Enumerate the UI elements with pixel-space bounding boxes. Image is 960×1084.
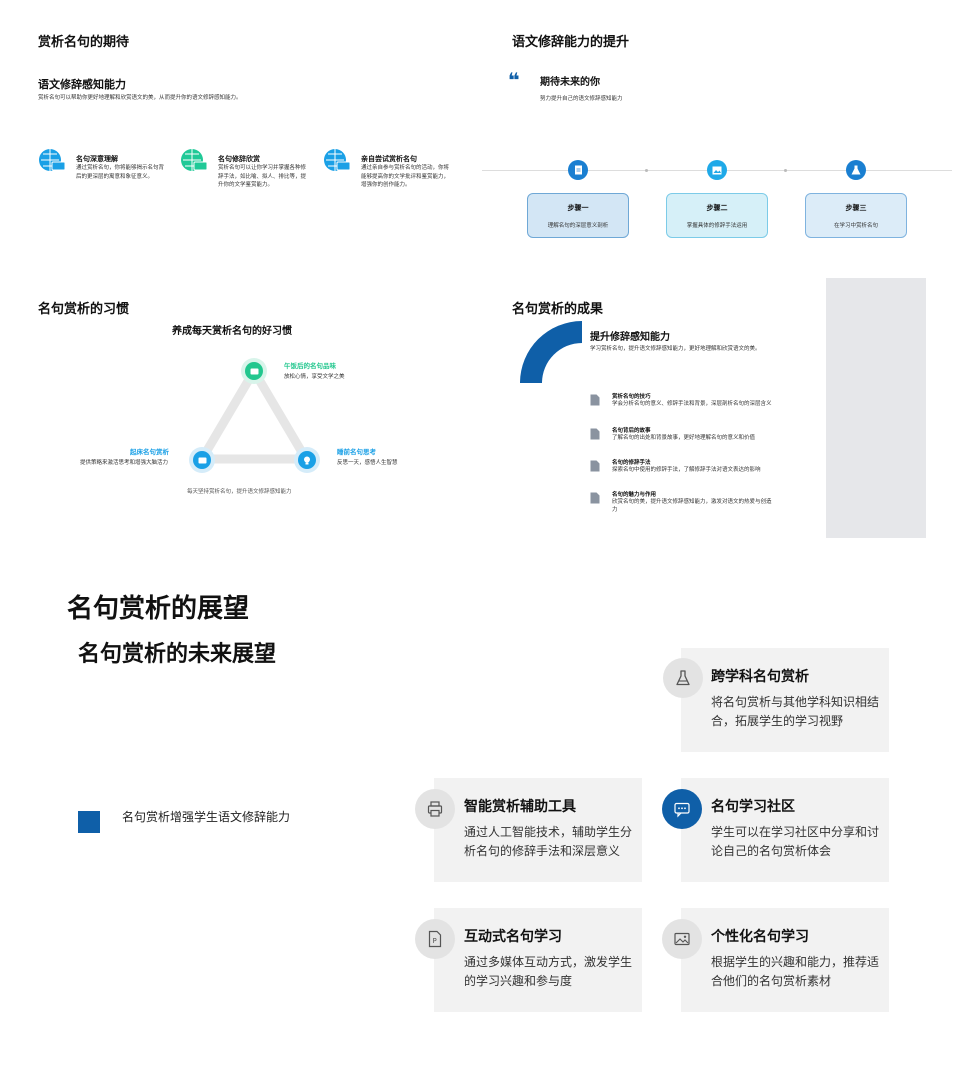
panel2-title: 语文修辞能力的提升 (512, 35, 630, 50)
habit-desc: 提供策略来激活思考和增强大脑活力 (80, 460, 169, 466)
habit-title: 午饭后的名句品味 (284, 362, 336, 370)
card-desc: 根据学生的兴趣和能力，推荐适合他们的名句赏析素材 (711, 955, 880, 988)
habit-node (193, 451, 211, 469)
card-title: 名句学习社区 (711, 799, 795, 815)
habit-desc: 反思一天，感悟人生智慧 (337, 460, 398, 466)
globe-cart-icon (181, 149, 208, 171)
outlook-card: 互动式名句学习 通过多媒体互动方式，激发学生的学习兴趣和参与度 (434, 908, 642, 1012)
habit-footer: 每天坚持赏析名句，提升语文修辞感知能力 (187, 489, 292, 495)
document-icon (590, 460, 600, 472)
feature-desc: 通过亲自参与赏析名句的活动，你将能够提高你的文学批评和鉴赏能力，增强你的创作能力… (361, 165, 450, 189)
side-panel (826, 278, 926, 538)
feature-title: 名句深意理解 (76, 155, 118, 163)
image-icon (712, 166, 722, 174)
step-card: 步骤二 掌握具体的修辞手法运用 (666, 193, 768, 238)
habit-triangle (197, 366, 311, 464)
panel4-desc: 学习赏析名句，提升语文修辞感知能力，更好地理解和欣赏语文的美。 (590, 346, 761, 352)
card-desc: 学生可以在学习社区中分享和讨论自己的名句赏析体会 (711, 825, 880, 858)
habit-node (298, 451, 316, 469)
feature-desc: 通过赏析名句，你将能够揭示名句背后的更深层的寓意和象征意义。 (76, 165, 165, 180)
printer-icon (415, 789, 455, 829)
outlook-card: 个性化名句学习 根据学生的兴趣和能力，推荐适合他们的名句赏析素材 (681, 908, 889, 1012)
card-title: 跨学科名句赏析 (711, 669, 809, 685)
panel4-title: 名句赏析的成果 (512, 302, 604, 317)
globe-cart-icon (324, 149, 351, 171)
habit-title: 起床名句赏析 (130, 448, 169, 456)
card-icon (198, 457, 206, 463)
panel1-subtitle: 语文修辞感知能力 (38, 78, 126, 91)
panel1-desc: 赏析名句可以帮助你更好地理解和欣赏语文的美，从而提升你的语文修辞感知能力。 (38, 95, 242, 101)
timeline-dot (784, 169, 787, 172)
card-desc: 通过人工智能技术，辅助学生分析名句的修辞手法和深层意义 (464, 825, 633, 858)
panel5-title: 名句赏析的展望 (67, 594, 250, 624)
document-icon (590, 394, 600, 406)
feature-title: 名句修辞欣赏 (218, 155, 260, 163)
quarter-ring (520, 321, 582, 383)
result-title: 名句背后的故事 (612, 428, 651, 434)
outlook-card: 跨学科名句赏析 将名句赏析与其他学科知识相结合，拓展学生的学习视野 (681, 648, 889, 752)
habit-title: 睡前名句思考 (337, 448, 376, 456)
panel5-subtitle: 名句赏析的未来展望 (78, 642, 277, 667)
document-icon (590, 492, 600, 504)
document-icon (590, 428, 600, 440)
step-desc: 理解名句的深层意义剖析 (547, 223, 609, 229)
result-title: 赏析名句的技巧 (612, 394, 651, 400)
flask-icon (851, 165, 861, 175)
legend-label: 名句赏析增强学生语文修辞能力 (122, 810, 291, 824)
feature-title: 亲自尝试赏析名句 (361, 155, 417, 163)
card-title: 智能赏析辅助工具 (464, 799, 576, 815)
p-file-icon: P (415, 919, 455, 959)
step-marker (707, 160, 727, 180)
step-title: 步骤三 (845, 204, 867, 212)
document-icon (574, 165, 582, 175)
step-desc: 在学习中赏析名句 (833, 223, 878, 229)
chat-icon (662, 789, 702, 829)
bulb-icon (304, 456, 310, 464)
result-title: 名句的修辞手法 (612, 460, 651, 466)
result-desc: 了解名句的出处和背景故事，更好地理解名句的意义和价值 (612, 435, 756, 441)
timeline-dot (645, 169, 648, 172)
result-desc: 学会分析名句的意义、修辞手法和背景，深层剖析名句的深层含义 (612, 401, 772, 407)
quote-desc: 努力提升自己的语文修辞感知能力 (540, 96, 623, 102)
card-icon (250, 368, 258, 374)
card-title: 个性化名句学习 (711, 929, 809, 945)
step-title: 步骤一 (567, 204, 589, 212)
feature-desc: 赏析名句可以让你学习并掌握各种修辞手法，如比喻、拟人、排比等，提升你的文学鉴赏能… (218, 165, 307, 189)
step-card: 步骤三 在学习中赏析名句 (805, 193, 907, 238)
step-title: 步骤二 (706, 204, 728, 212)
svg-text:P: P (433, 937, 437, 945)
panel4-subtitle: 提升修辞感知能力 (590, 332, 670, 343)
habit-node (245, 362, 263, 380)
quote-title: 期待未来的你 (540, 77, 600, 88)
panel1-title: 赏析名句的期待 (38, 35, 130, 50)
habit-desc: 放松心情，享受文学之美 (284, 374, 345, 380)
outlook-card: 名句学习社区 学生可以在学习社区中分享和讨论自己的名句赏析体会 (681, 778, 889, 882)
panel3-subtitle: 养成每天赏析名句的好习惯 (172, 326, 292, 337)
flask-icon (663, 658, 703, 698)
step-desc: 掌握具体的修辞手法运用 (686, 223, 748, 229)
outlook-card: 智能赏析辅助工具 通过人工智能技术，辅助学生分析名句的修辞手法和深层意义 (434, 778, 642, 882)
result-desc: 欣赏名句的美，提升语文修辞感知能力，激发对语文的热爱与创造力 (612, 499, 772, 514)
result-desc: 探索名句中使用的修辞手法，了解修辞手法对语文表达的影响 (612, 467, 761, 473)
card-desc: 将名句赏析与其他学科知识相结合，拓展学生的学习视野 (711, 695, 880, 728)
card-desc: 通过多媒体互动方式，激发学生的学习兴趣和参与度 (464, 955, 633, 988)
result-title: 名句的魅力与作用 (612, 492, 657, 498)
quote-icon: ❝ (508, 68, 520, 92)
card-title: 互动式名句学习 (464, 929, 562, 945)
step-marker (568, 160, 588, 180)
step-marker (846, 160, 866, 180)
panel3-title: 名句赏析的习惯 (38, 302, 130, 317)
globe-cart-icon (39, 149, 66, 171)
legend-swatch (78, 811, 100, 833)
step-card: 步骤一 理解名句的深层意义剖析 (527, 193, 629, 238)
image-icon (662, 919, 702, 959)
